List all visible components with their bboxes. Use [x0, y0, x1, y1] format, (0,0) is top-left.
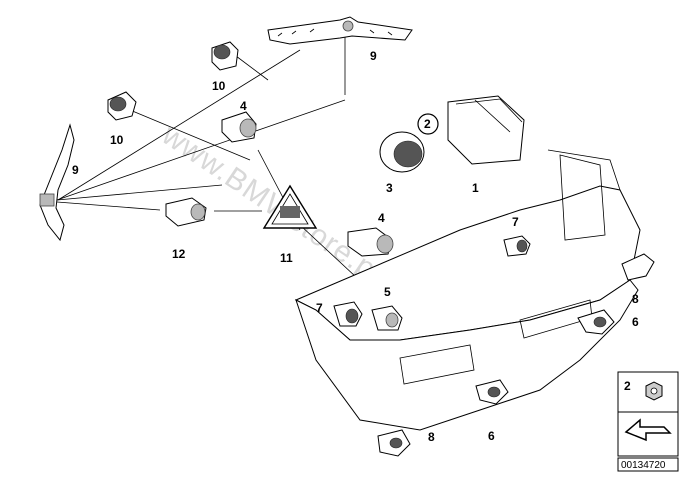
- callout-8-right: 8: [632, 292, 639, 306]
- callout-7-right: 7: [512, 215, 519, 229]
- callout-10-left: 10: [110, 133, 124, 147]
- part-1-control-unit: [447, 95, 525, 165]
- callout-6-right: 6: [632, 315, 639, 329]
- part-12-parking-sensor: [165, 197, 207, 227]
- callout-10-top: 10: [212, 79, 226, 93]
- callout-2: 2: [424, 117, 431, 131]
- callout-8-bottom: 8: [428, 430, 435, 444]
- callout-4-upper: 4: [240, 99, 247, 113]
- part-7-sensor-right: [503, 235, 531, 257]
- part-5-sensor: [371, 305, 403, 331]
- callout-labels: 1 2 3 4 4 5 6 6 7 7 8 8 9 9 10 10 11 12: [72, 49, 639, 444]
- legend-number: 2: [624, 379, 631, 393]
- callout-5: 5: [384, 285, 391, 299]
- callout-3: 3: [386, 181, 393, 195]
- callout-4-lower: 4: [378, 211, 385, 225]
- part-9-upper-bracket: [267, 16, 413, 45]
- part-7-sensor-left: [333, 301, 363, 327]
- diagram-id: 00134720: [621, 460, 666, 471]
- part-10-sensor-holder-left: [107, 91, 137, 121]
- part-4-parking-sensor-upper: [221, 111, 257, 143]
- legend-panel: 2 00134720: [617, 371, 679, 472]
- callout-12: 12: [172, 247, 186, 261]
- callout-11: 11: [280, 251, 293, 265]
- nut-icon: [645, 381, 663, 401]
- callout-1: 1: [472, 181, 479, 195]
- part-4-parking-sensor-lower: [347, 227, 394, 257]
- part-11-warning-sign: [262, 184, 318, 229]
- part-9-left-bracket: [39, 123, 75, 242]
- part-10-sensor-holder-top: [211, 41, 239, 71]
- callout-2-circle: [417, 113, 439, 135]
- part-3-connector: [379, 131, 425, 173]
- callout-7-left: 7: [316, 301, 323, 315]
- callout-9-left: 9: [72, 163, 79, 177]
- callout-9-upper: 9: [370, 49, 377, 63]
- part-8-holder-bottom: [377, 429, 411, 457]
- part-8-holder-right: [621, 253, 655, 281]
- part-6-holder-bottom: [475, 379, 509, 405]
- direction-arrow-icon[interactable]: [624, 418, 672, 442]
- rear-bumper: [294, 149, 641, 431]
- part-6-holder-right: [577, 309, 615, 335]
- callout-6-bottom: 6: [488, 429, 495, 443]
